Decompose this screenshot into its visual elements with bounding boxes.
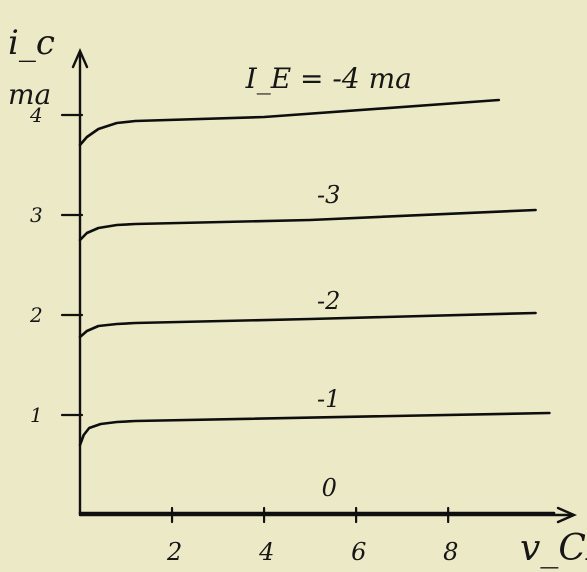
y-tick-label-3: 4 [29, 103, 43, 127]
x-tick-label-3: 8 [443, 538, 458, 566]
series-curve-3 [78, 411, 551, 447]
y-axis-unit: ma [8, 78, 51, 111]
series-curve-2 [78, 311, 537, 339]
x-tick-label-2: 6 [351, 538, 366, 566]
y-axis-label: i_c [8, 23, 55, 63]
series-curves [78, 98, 556, 515]
series-label-2: -2 [317, 287, 340, 315]
series-label-1: -3 [317, 181, 340, 209]
series-curve-1 [78, 208, 537, 242]
x-axis-label: v_CB [520, 528, 587, 569]
series-label-3: -1 [317, 385, 340, 413]
y-axis-arrow [71, 48, 89, 69]
axes [71, 48, 577, 524]
x-axis-arrow [556, 506, 577, 524]
y-tick-label-1: 2 [29, 303, 43, 327]
series-curve-0 [78, 98, 501, 147]
y-tick-label-2: 3 [30, 203, 43, 227]
x-tick-label-0: 2 [166, 538, 182, 566]
series-label-4: 0 [322, 474, 337, 502]
y-tick-label-0: 1 [30, 403, 43, 427]
x-tick-label-1: 4 [258, 538, 274, 566]
ticks: 2 4 6 8 1 2 3 4 [29, 103, 458, 566]
series-labels: I_E = -4 ma -3 -2 -1 0 [245, 62, 412, 502]
series-label-0: I_E = -4 ma [245, 62, 412, 95]
